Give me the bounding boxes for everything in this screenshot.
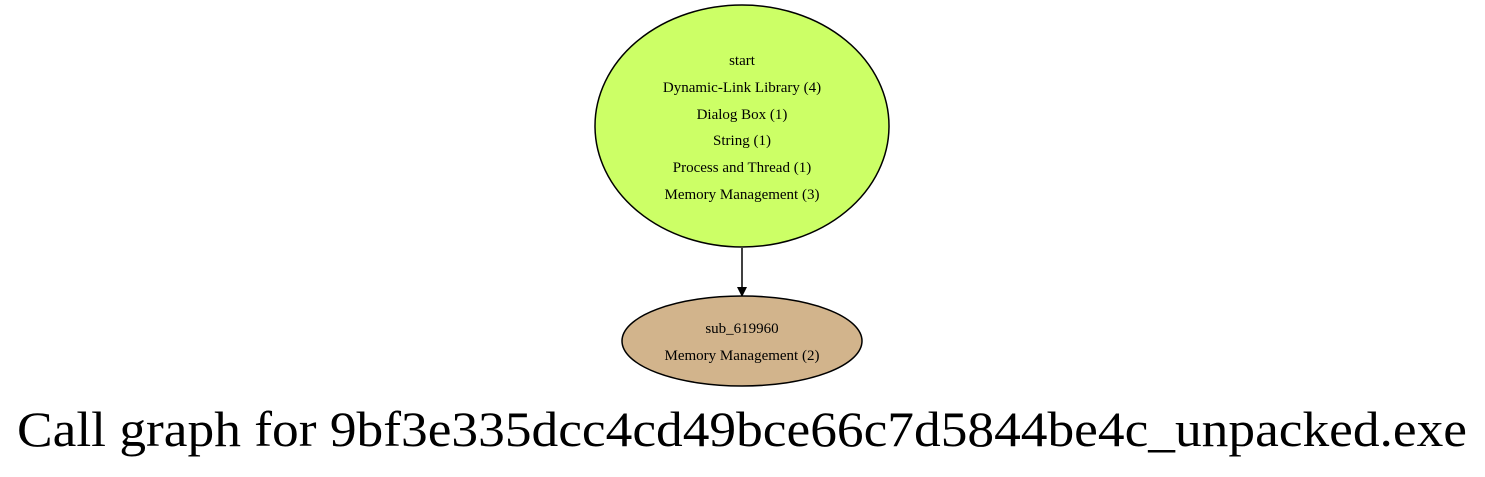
node-sub-619960-name: sub_619960: [705, 321, 778, 337]
node-start-shape: [594, 4, 890, 248]
node-sub-619960: sub_619960 Memory Management (2): [621, 295, 863, 387]
node-start: start Dynamic-Link Library (4) Dialog Bo…: [594, 4, 890, 248]
node-start-category: Dynamic-Link Library (4): [663, 80, 821, 96]
node-start-category: Dialog Box (1): [697, 107, 788, 123]
node-start-name: start: [729, 53, 756, 69]
graph-title: Call graph for 9bf3e335dcc4cd49bce66c7d5…: [17, 401, 1467, 457]
node-start-category: Process and Thread (1): [673, 160, 811, 176]
node-start-category: Memory Management (3): [665, 187, 820, 203]
node-sub-619960-shape: [621, 295, 863, 387]
node-sub-619960-category: Memory Management (2): [665, 348, 820, 364]
node-start-category: String (1): [713, 133, 771, 149]
